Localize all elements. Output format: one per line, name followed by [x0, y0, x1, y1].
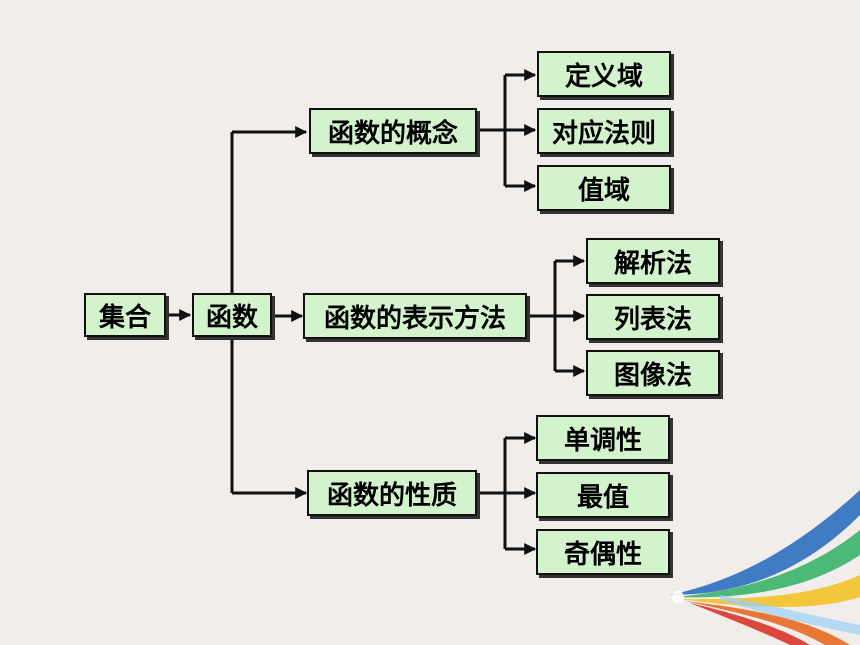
node-range: 值域	[537, 165, 671, 211]
node-correspondence-rule: 对应法则	[537, 108, 671, 154]
node-monotonicity: 单调性	[536, 415, 670, 461]
node-parity: 奇偶性	[536, 529, 670, 575]
node-extremum: 最值	[536, 472, 670, 518]
node-function-representation: 函数的表示方法	[303, 293, 527, 339]
decorative-swoosh	[670, 490, 860, 645]
node-set: 集合	[84, 293, 166, 337]
node-analytic-method: 解析法	[586, 238, 720, 284]
node-function-concept: 函数的概念	[309, 108, 477, 154]
node-function: 函数	[192, 293, 272, 337]
node-function-properties: 函数的性质	[307, 470, 477, 516]
node-table-method: 列表法	[586, 294, 720, 340]
node-graph-method: 图像法	[586, 350, 720, 396]
node-domain: 定义域	[537, 51, 671, 97]
